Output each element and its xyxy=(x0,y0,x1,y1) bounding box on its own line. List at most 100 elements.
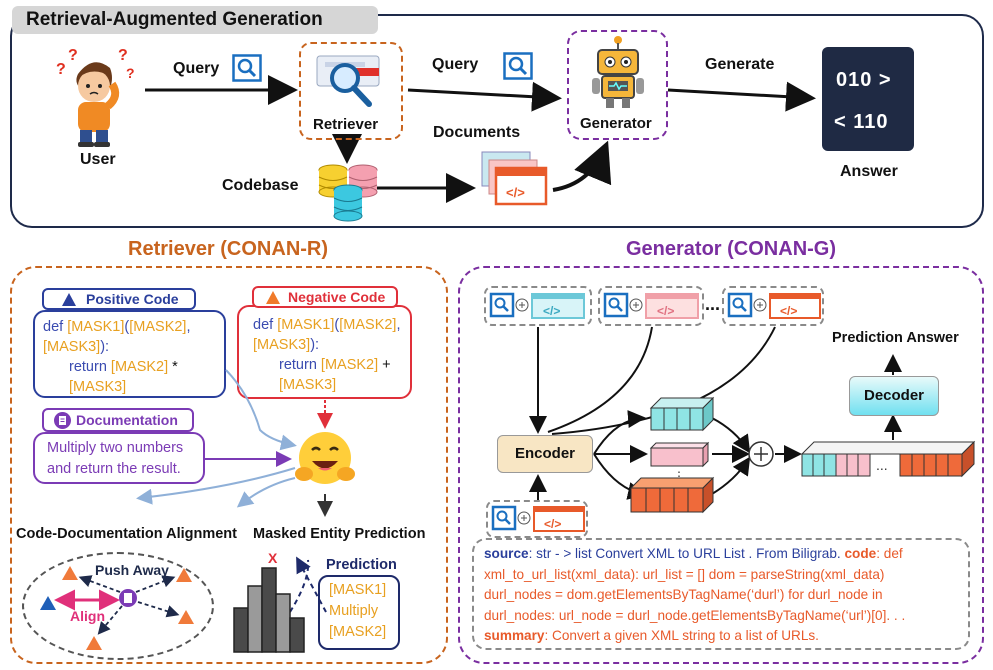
align-label: Align xyxy=(70,608,105,624)
code-token: , xyxy=(396,317,401,333)
generator-box xyxy=(567,30,668,140)
code-token: return xyxy=(279,357,321,373)
svg-text:?: ? xyxy=(126,65,135,81)
retriever-section-title: Retriever (CONAN-R) xyxy=(128,238,329,260)
source-text: : str - > list Convert XML to URL List .… xyxy=(528,546,845,561)
documentation-text-1: Multiply two numbers xyxy=(47,440,184,456)
generator-label: Generator xyxy=(580,115,652,132)
code-token: def xyxy=(43,319,68,335)
code-token: ( xyxy=(334,317,340,333)
query-label-2: Query xyxy=(432,56,479,73)
query-label-1: Query xyxy=(173,60,220,77)
code-line: xml_to_url_list(xml_data): url_list = []… xyxy=(484,566,885,582)
retriever-label: Retriever xyxy=(313,116,379,133)
feature-block-orange xyxy=(629,476,715,514)
answer-box: 010 > < 110 xyxy=(822,47,914,151)
search-icon xyxy=(503,52,533,80)
negative-code-label: Negative Code xyxy=(288,289,386,305)
summary-text: : Convert a given XML string to a list o… xyxy=(544,628,819,643)
code-token: [MASK2] xyxy=(320,357,379,373)
hugging-face-icon xyxy=(295,432,355,484)
answer-line-2: < 110 xyxy=(834,111,889,133)
search-icon xyxy=(727,292,753,318)
prediction-box: [MASK1] Multiply [MASK2] xyxy=(318,575,400,650)
rag-panel xyxy=(10,14,984,228)
code-token: ): xyxy=(310,337,320,353)
masked-bar-chart xyxy=(233,567,305,653)
negative-code-header: Negative Code xyxy=(252,286,398,308)
prediction-label: Prediction xyxy=(326,557,397,573)
code-token: ( xyxy=(124,319,130,335)
answer-label: Answer xyxy=(840,163,898,180)
input-pair-2 xyxy=(598,286,704,326)
answer-line-1: 010 > xyxy=(836,69,892,91)
source-label: source xyxy=(484,546,529,561)
code-token: [MASK3] xyxy=(253,337,311,353)
database-icon xyxy=(318,164,378,222)
document-icon xyxy=(54,412,71,429)
positive-code-box: def [MASK1]([MASK2], [MASK3]): return [M… xyxy=(33,310,226,398)
code-line: durl_nodes: url_node = durl_node.getElem… xyxy=(484,607,906,623)
encoder-block: Encoder xyxy=(497,435,593,473)
x-mark: X xyxy=(268,550,278,566)
svg-text:?: ? xyxy=(118,47,128,64)
code-token: ): xyxy=(100,339,110,355)
alignment-ellipse xyxy=(22,552,214,660)
positive-code-label: Positive Code xyxy=(86,291,179,307)
feature-block-pink xyxy=(649,441,710,468)
svg-text:</>: </> xyxy=(543,304,560,318)
positive-code-header: Positive Code xyxy=(42,288,196,310)
svg-text:...: ... xyxy=(876,457,888,473)
code-text: : def xyxy=(876,546,903,561)
code-token: [MASK1] xyxy=(67,319,125,335)
triangle-icon xyxy=(62,293,76,306)
prediction-item: [MASK1] xyxy=(329,582,387,598)
push-away-label: Push Away xyxy=(95,562,169,578)
documents-icon: </> xyxy=(481,151,548,206)
feature-block-cyan xyxy=(649,396,715,432)
concat-block: ... xyxy=(800,440,976,478)
svg-text:</>: </> xyxy=(544,517,561,531)
rag-title: Retrieval-Augmented Generation xyxy=(12,6,378,34)
summary-label: summary xyxy=(484,628,545,643)
retriever-box xyxy=(299,42,403,140)
code-token: [MASK1] xyxy=(277,317,335,333)
generate-label: Generate xyxy=(705,56,775,73)
svg-text:</>: </> xyxy=(657,304,674,318)
documentation-box: Multiply two numbers and return the resu… xyxy=(33,432,205,484)
top-arrows xyxy=(145,75,816,203)
code-token: [MASK2] xyxy=(129,319,187,335)
svg-text:?: ? xyxy=(56,61,66,78)
code-token: [MASK2] xyxy=(339,317,397,333)
search-icon xyxy=(232,54,262,82)
retriever-icon xyxy=(316,55,380,107)
retriever-section-panel xyxy=(10,266,448,664)
code-token: [MASK3] xyxy=(43,339,101,355)
generator-section-panel xyxy=(458,266,984,664)
user-figure: ? ? ? ? xyxy=(56,47,135,147)
masked-label: Masked Entity Prediction xyxy=(253,526,426,542)
code-token: return xyxy=(69,359,111,375)
input-pair-1 xyxy=(484,286,592,326)
retriever-connectors xyxy=(136,369,333,613)
documentation-text-2: and return the result. xyxy=(47,461,181,477)
generator-section-title: Generator (CONAN-G) xyxy=(626,238,837,260)
alignment-diagram xyxy=(40,566,194,650)
documentation-header: Documentation xyxy=(42,408,194,432)
search-icon xyxy=(491,505,517,531)
decoder-block: Decoder xyxy=(849,376,939,416)
search-icon xyxy=(603,292,629,318)
code-token: , xyxy=(186,319,191,335)
prediction-answer-label: Prediction Answer xyxy=(832,330,959,346)
prediction-item: Multiply xyxy=(329,603,379,619)
code-label: code xyxy=(844,546,877,561)
input-pair-3 xyxy=(722,286,824,326)
prediction-item: [MASK2] xyxy=(329,624,387,640)
alignment-label: Code-Documentation Alignment xyxy=(16,526,237,542)
code-token: [MASK3] xyxy=(279,377,337,393)
documents-label: Documents xyxy=(433,124,521,141)
documentation-label: Documentation xyxy=(76,412,178,428)
input-pair-4 xyxy=(486,500,588,538)
code-token: def xyxy=(253,317,278,333)
